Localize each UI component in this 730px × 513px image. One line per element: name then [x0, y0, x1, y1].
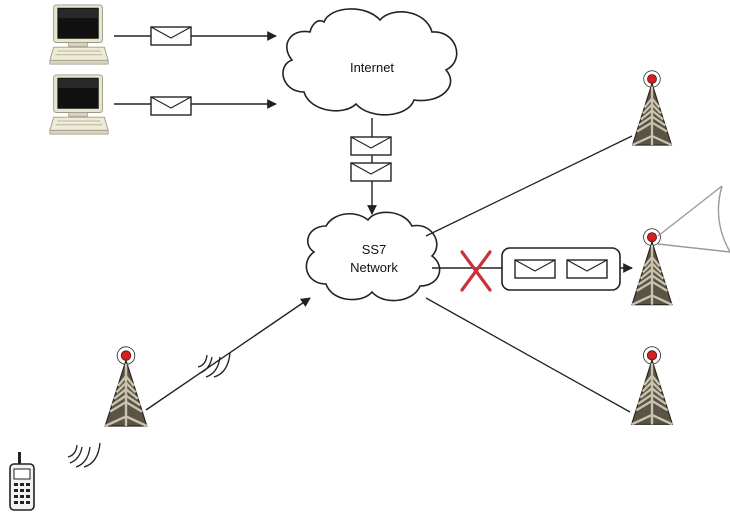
cloud-icon	[282, 8, 458, 116]
cell-tower-icon	[103, 346, 149, 428]
internet-label: Internet	[350, 60, 394, 75]
cell-tower-icon	[630, 228, 674, 307]
radio-wave-icon	[67, 442, 101, 468]
ss7-label-line1: SS7	[362, 242, 387, 257]
ss7-to-tower-top-link	[425, 135, 633, 237]
cell-tower-icon	[630, 346, 674, 426]
mobile-phone-icon	[9, 452, 35, 511]
envelope-icon	[514, 259, 556, 279]
envelope-icon	[566, 259, 608, 279]
cell-tower-icon	[631, 70, 673, 147]
ss7-network-cloud: SS7 Network	[305, 211, 441, 302]
ss7-to-tower-bottom-link	[425, 297, 631, 413]
envelope-icon	[150, 96, 192, 116]
tower-to-ss7-arrow	[145, 297, 311, 411]
blocked-x-icon	[460, 250, 492, 292]
envelope-icon	[350, 136, 392, 156]
envelope-icon	[350, 162, 392, 182]
computer-icon	[49, 74, 109, 135]
cloud-icon	[305, 211, 441, 302]
internet-cloud: Internet	[282, 8, 458, 116]
envelope-icon	[150, 26, 192, 46]
computer-icon	[49, 4, 109, 65]
message-queue	[501, 247, 621, 291]
antenna-dish-icon	[657, 185, 730, 253]
ss7-label-line2: Network	[350, 260, 398, 275]
